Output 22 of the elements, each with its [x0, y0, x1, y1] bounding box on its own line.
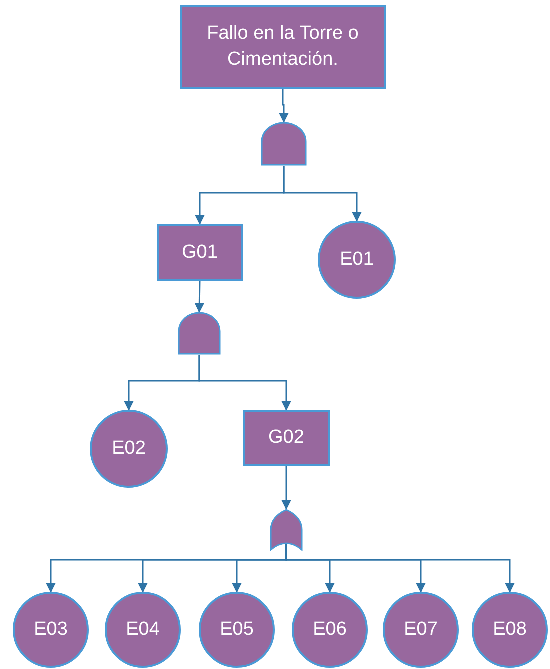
event-label: G01	[182, 240, 218, 264]
arrow	[194, 280, 205, 313]
arrow	[198, 355, 292, 411]
event-label: E08	[493, 618, 527, 642]
event-label: E06	[313, 618, 347, 642]
event-label: G02	[268, 426, 304, 450]
arrow	[282, 466, 292, 510]
event-label: E04	[126, 618, 160, 642]
event-label: E02	[112, 436, 146, 461]
event-label: E05	[220, 618, 254, 642]
arrow	[279, 89, 289, 123]
event-box	[243, 410, 330, 466]
and-gate-symbol	[178, 312, 221, 355]
event-label: E03	[34, 618, 68, 642]
event-label: Fallo en la Torre o Cimentación.	[206, 22, 360, 72]
and-gate-symbol	[261, 122, 307, 166]
event-box	[157, 224, 243, 281]
event-box	[180, 5, 386, 89]
arrow	[283, 166, 362, 222]
event-label: E01	[340, 248, 374, 272]
event-label: E07	[404, 618, 438, 642]
or-gate-symbol	[270, 509, 303, 551]
